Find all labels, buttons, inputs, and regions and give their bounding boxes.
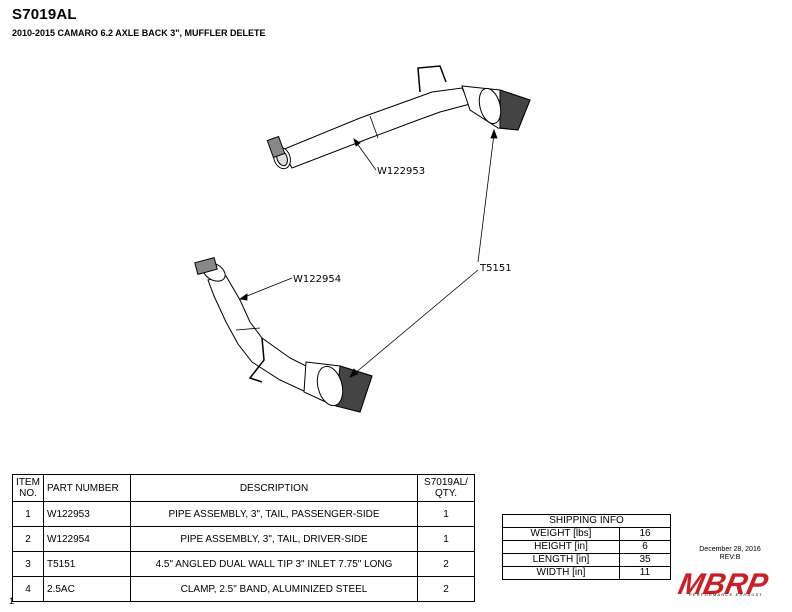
bom-header-description: DESCRIPTION: [130, 474, 418, 502]
shipping-value: 6: [619, 540, 671, 554]
part-description-subtitle: 2010-2015 CAMARO 6.2 AXLE BACK 3", MUFFL…: [12, 28, 266, 38]
shipping-header-row: SHIPPING INFO: [502, 514, 671, 528]
revision-block: December 28, 2016 REV:B: [690, 546, 770, 562]
passenger-hanger: [417, 65, 447, 93]
logo-tagline: PERFORMANCE EXHAUST: [689, 592, 763, 597]
bom-description: CLAMP, 2.5" BAND, ALUMINIZED STEEL: [130, 576, 418, 602]
bom-qty: 2: [417, 551, 475, 577]
part-code-title: S7019AL: [12, 6, 77, 23]
table-row: 3 T5151 4.5" ANGLED DUAL WALL TIP 3" INL…: [12, 551, 475, 577]
callout-t5151: T5151: [479, 263, 512, 274]
table-row: 2 W122954 PIPE ASSEMBLY, 3", TAIL, DRIVE…: [12, 526, 475, 552]
bom-header-part-number: PART NUMBER: [43, 474, 131, 502]
shipping-info-table: SHIPPING INFO WEIGHT [lbs] 16 HEIGHT [in…: [502, 514, 671, 580]
driver-clamp: [194, 257, 218, 275]
bom-item-no: 2: [12, 526, 44, 552]
shipping-value: 35: [619, 553, 671, 567]
shipping-label: WIDTH [in]: [502, 566, 620, 580]
leader-w122953: [355, 141, 377, 171]
bom-description: PIPE ASSEMBLY, 3", TAIL, DRIVER-SIDE: [130, 526, 418, 552]
bom-qty: 1: [417, 501, 475, 527]
exhaust-drawing: W122953 W122954 T5151: [194, 65, 531, 413]
passenger-pipe-seam: [369, 115, 379, 139]
bom-part-number: W122954: [43, 526, 131, 552]
shipping-label: WEIGHT [lbs]: [502, 527, 620, 541]
bom-qty: 1: [417, 526, 475, 552]
shipping-value: 11: [619, 566, 671, 580]
pipe-assembly-driver: [194, 257, 373, 413]
driver-pipe-body: [207, 275, 319, 393]
shipping-value: 16: [619, 527, 671, 541]
bom-header-qty: S7019AL/QTY.: [417, 474, 475, 502]
bom-description: 4.5" ANGLED DUAL WALL TIP 3" INLET 7.75"…: [130, 551, 418, 577]
bom-part-number: W122953: [43, 501, 131, 527]
pipe-assembly-passenger: [266, 65, 531, 170]
bom-part-number: T5151: [43, 551, 131, 577]
leader-t5151-lower: [353, 269, 479, 375]
table-row: 4 2.5AC CLAMP, 2.5" BAND, ALUMINIZED STE…: [12, 576, 475, 602]
callout-w122953: W122953: [377, 166, 425, 177]
bom-part-number: 2.5AC: [43, 576, 131, 602]
bom-item-no: 3: [12, 551, 44, 577]
logo-wordmark: MBRP: [675, 568, 771, 601]
shipping-label: LENGTH [in]: [502, 553, 620, 567]
shipping-label: HEIGHT [in]: [502, 540, 620, 554]
table-row: LENGTH [in] 35: [502, 553, 671, 567]
bom-description: PIPE ASSEMBLY, 3", TAIL, PASSENGER-SIDE: [130, 501, 418, 527]
leader-t5151-upper: [477, 133, 495, 263]
bom-item-no: 1: [12, 501, 44, 527]
leader-w122954: [241, 277, 293, 299]
margin-mark: 1: [9, 596, 15, 606]
table-row: HEIGHT [in] 6: [502, 540, 671, 554]
revision-number: REV:B: [719, 554, 741, 561]
table-row: WEIGHT [lbs] 16: [502, 527, 671, 541]
bom-qty: 2: [417, 576, 475, 602]
revision-date: December 28, 2016: [699, 546, 761, 553]
callout-w122954: W122954: [293, 274, 341, 285]
driver-hanger: [248, 337, 265, 383]
table-row: 1 W122953 PIPE ASSEMBLY, 3", TAIL, PASSE…: [12, 501, 475, 527]
mbrp-logo: MBRP: [675, 568, 771, 601]
shipping-title: SHIPPING INFO: [502, 514, 671, 528]
passenger-tip-end: [499, 89, 531, 131]
passenger-clamp: [266, 135, 286, 159]
passenger-pipe-body: [281, 87, 471, 169]
bom-item-no: 4: [12, 576, 44, 602]
table-row: WIDTH [in] 11: [502, 566, 671, 580]
